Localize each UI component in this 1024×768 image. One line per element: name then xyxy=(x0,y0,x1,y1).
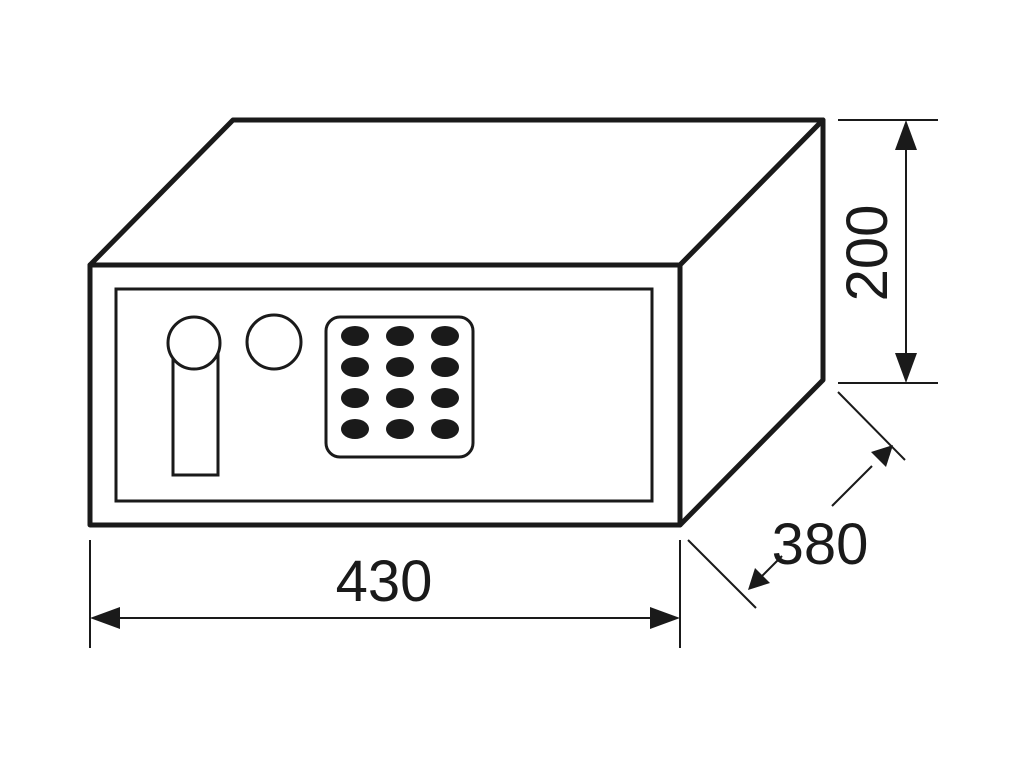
keypad-key xyxy=(341,419,369,439)
keypad-key xyxy=(386,388,414,408)
depth-dimension-line-lower xyxy=(761,555,783,577)
keypad-key xyxy=(431,326,459,346)
keypad-key xyxy=(431,357,459,377)
width-label: 430 xyxy=(336,549,433,614)
width-arrow-right xyxy=(650,607,680,629)
keypad-key xyxy=(341,326,369,346)
keypad-key xyxy=(431,419,459,439)
keypad-key xyxy=(431,388,459,408)
depth-dimension-line-upper xyxy=(831,465,873,507)
depth-arrow-lower xyxy=(748,568,770,590)
keypad-key xyxy=(386,419,414,439)
depth-label: 380 xyxy=(772,512,869,577)
height-arrow-top xyxy=(895,120,917,150)
keypad-key xyxy=(386,326,414,346)
height-arrow-bottom xyxy=(895,353,917,383)
keypad-key xyxy=(341,357,369,377)
lock-cylinder xyxy=(245,313,303,371)
depth-extension-bottom xyxy=(687,539,757,609)
width-arrow-left xyxy=(90,607,120,629)
handle-knob xyxy=(166,315,222,371)
depth-arrow-upper xyxy=(871,445,893,467)
keypad-keys xyxy=(341,326,459,439)
keypad-key xyxy=(386,357,414,377)
depth-extension-top xyxy=(837,391,906,461)
height-label: 200 xyxy=(835,205,900,302)
keypad-key xyxy=(341,388,369,408)
